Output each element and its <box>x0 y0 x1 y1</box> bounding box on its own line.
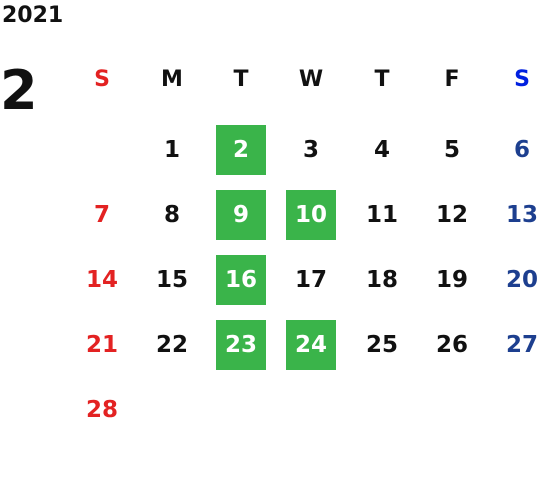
calendar-day-5: 5 <box>443 137 460 163</box>
calendar-day-13: 13 <box>505 202 538 228</box>
calendar-month: 2 <box>0 59 38 122</box>
weekday-tuesday: T <box>233 67 249 92</box>
calendar-day-19: 19 <box>435 267 468 293</box>
calendar-day-22: 22 <box>155 332 188 358</box>
calendar-day-16: 16 <box>216 255 266 305</box>
calendar-day-24: 24 <box>286 320 336 370</box>
calendar-day-28: 28 <box>85 397 118 423</box>
calendar-day-10: 10 <box>286 190 336 240</box>
calendar-day-26: 26 <box>435 332 468 358</box>
weekday-thursday: T <box>374 67 390 92</box>
calendar-day-1: 1 <box>163 137 180 163</box>
weekday-wednesday: W <box>298 67 324 92</box>
weekday-monday: M <box>161 67 183 92</box>
weekday-sunday: S <box>94 67 110 92</box>
weekday-saturday: S <box>514 67 530 92</box>
calendar-day-12: 12 <box>435 202 468 228</box>
calendar-day-2: 2 <box>216 125 266 175</box>
calendar-day-23: 23 <box>216 320 266 370</box>
calendar-day-15: 15 <box>155 267 188 293</box>
calendar-day-4: 4 <box>373 137 390 163</box>
calendar-day-14: 14 <box>85 267 118 293</box>
weekday-friday: F <box>444 67 460 92</box>
calendar-day-7: 7 <box>93 202 110 228</box>
calendar-day-25: 25 <box>365 332 398 358</box>
calendar-day-9: 9 <box>216 190 266 240</box>
calendar-day-11: 11 <box>365 202 398 228</box>
calendar-day-6: 6 <box>513 137 530 163</box>
calendar-day-20: 20 <box>505 267 538 293</box>
calendar-day-27: 27 <box>505 332 538 358</box>
calendar-day-3: 3 <box>302 137 319 163</box>
calendar-day-8: 8 <box>163 202 180 228</box>
weekday-header-row: S M T W T F S <box>0 60 548 100</box>
calendar-year: 2021 <box>2 3 64 28</box>
calendar-day-21: 21 <box>85 332 118 358</box>
calendar-day-18: 18 <box>365 267 398 293</box>
calendar-day-17: 17 <box>294 267 327 293</box>
